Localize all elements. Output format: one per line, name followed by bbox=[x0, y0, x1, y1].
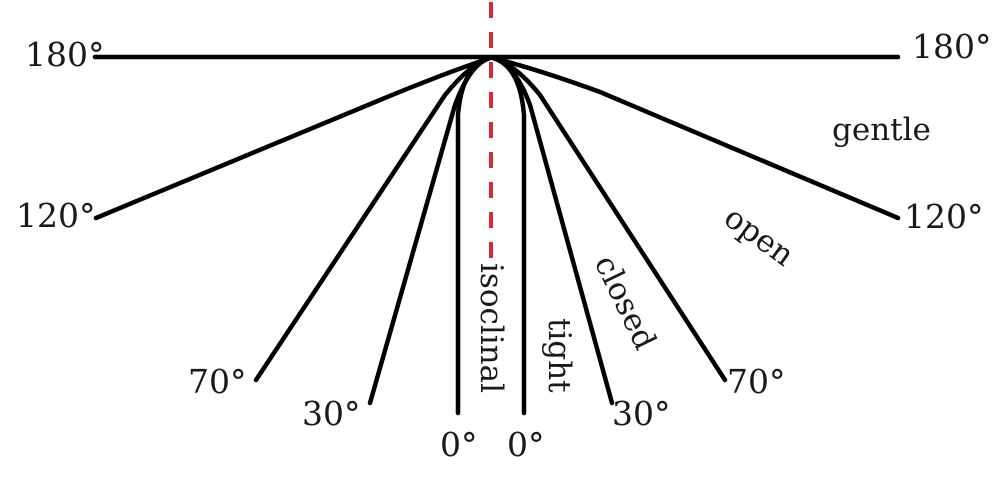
limb-30-left bbox=[367, 55, 493, 406]
angle-label-180-right: 180° bbox=[912, 27, 992, 66]
angle-label-30-right: 30° bbox=[612, 394, 671, 433]
limb-0-left bbox=[455, 55, 493, 416]
fold-class-open: open bbox=[717, 199, 800, 273]
angle-label-180-left: 180° bbox=[25, 35, 105, 74]
angle-label-120-right: 120° bbox=[904, 197, 984, 236]
angle-label-30-left: 30° bbox=[302, 394, 361, 433]
angle-label-120-left: 120° bbox=[16, 196, 96, 235]
fold-class-tight: tight bbox=[541, 318, 577, 393]
limb-70-right bbox=[490, 55, 728, 383]
fold-class-gentle: gentle bbox=[832, 112, 931, 148]
angle-label-70-right: 70° bbox=[727, 362, 786, 401]
limb-0-right bbox=[490, 55, 527, 416]
angle-label-0-left: 0° bbox=[440, 425, 478, 464]
angle-label-0-right: 0° bbox=[507, 425, 545, 464]
angle-label-70-left: 70° bbox=[188, 362, 247, 401]
fold-class-isoclinal: isoclinal bbox=[473, 263, 509, 393]
